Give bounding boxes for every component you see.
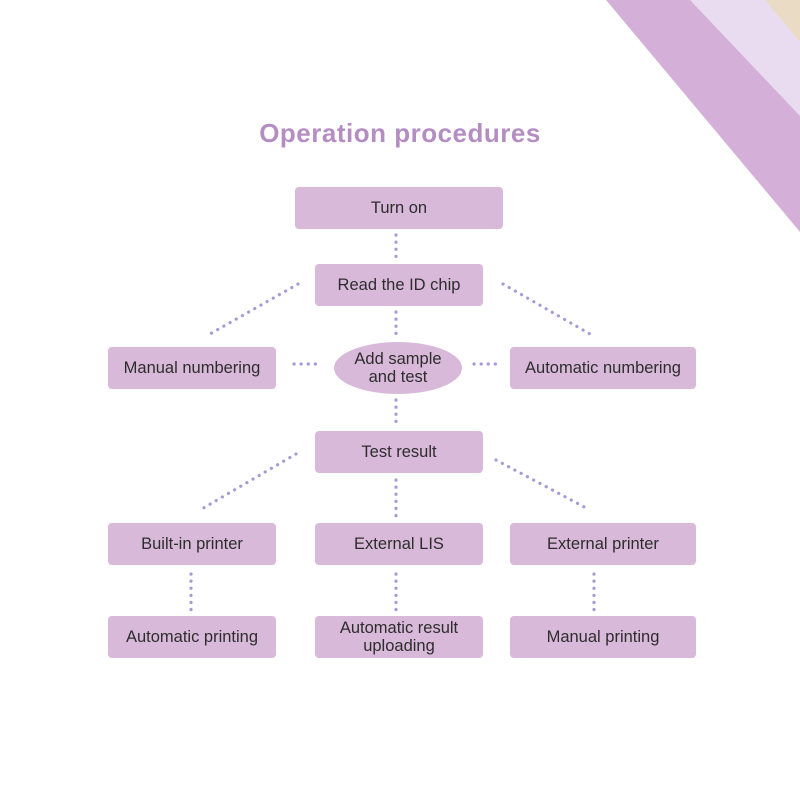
- node-manual-numbering: Manual numbering: [108, 347, 276, 389]
- connector-readid-automatic: [501, 282, 592, 336]
- node-add-sample-and-test: Add sample and test: [334, 342, 462, 394]
- node-built-in-printer: Built-in printer: [108, 523, 276, 565]
- page-title: Operation procedures: [259, 118, 541, 148]
- node-automatic-printing: Automatic printing: [108, 616, 276, 658]
- node-turn-on: Turn on: [295, 187, 503, 229]
- connector-readid-manual: [208, 282, 300, 336]
- node-test-result: Test result: [315, 431, 483, 473]
- corner-stripe-beige: [765, 0, 800, 42]
- node-external-printer: External printer: [510, 523, 696, 565]
- node-automatic-result-uploading: Automatic result uploading: [315, 616, 483, 658]
- node-read-id-chip: Read the ID chip: [315, 264, 483, 306]
- connector-testresult-external: [494, 458, 592, 512]
- node-manual-printing: Manual printing: [510, 616, 696, 658]
- node-external-lis: External LIS: [315, 523, 483, 565]
- node-automatic-numbering: Automatic numbering: [510, 347, 696, 389]
- corner-stripe-light: [690, 0, 800, 116]
- connector-testresult-builtin: [198, 452, 298, 512]
